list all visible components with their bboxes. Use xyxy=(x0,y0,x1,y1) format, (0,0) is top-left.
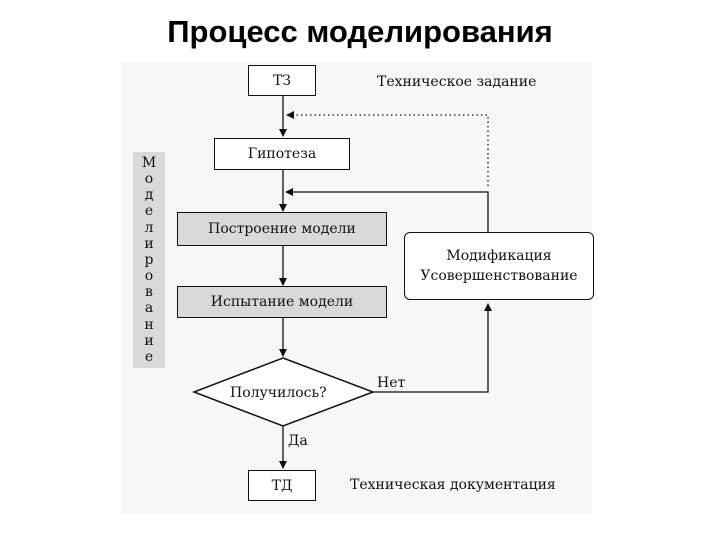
box-tz: ТЗ xyxy=(248,65,316,96)
side-letter: д xyxy=(144,187,154,204)
side-letter: и xyxy=(144,235,154,252)
arrow-modification-to-tz-dotted xyxy=(286,111,489,186)
side-letter: о xyxy=(144,171,154,188)
decision-label: Получилось? xyxy=(230,385,327,401)
label-tz-description: Техническое задание xyxy=(377,74,537,90)
page-title: Процесс моделирования xyxy=(167,14,553,49)
box-modification: Модификация Усовершенствование xyxy=(404,232,594,300)
label-td-description: Техническая документация xyxy=(350,477,556,493)
arrow-modification-to-hypothesis xyxy=(285,188,489,232)
modification-label: Модификация xyxy=(446,248,552,264)
label-yes: Да xyxy=(288,433,308,449)
side-letter: о xyxy=(144,268,154,285)
decision-diamond xyxy=(191,357,376,427)
side-letter: р xyxy=(144,251,154,268)
side-letter: е xyxy=(144,348,154,365)
box-test-model: Испытание модели xyxy=(177,286,387,318)
side-letter: е xyxy=(144,203,154,220)
side-letter: л xyxy=(144,219,154,236)
side-letter: и xyxy=(144,332,154,349)
box-td: ТД xyxy=(248,470,316,501)
box-build-model: Построение модели xyxy=(177,212,387,246)
side-letter: М xyxy=(141,155,157,171)
improvement-label: Усовершенствование xyxy=(420,268,578,284)
arrow-decision-no-to-modification xyxy=(373,303,492,393)
label-no: Нет xyxy=(377,375,406,391)
side-letter: н xyxy=(144,316,154,333)
side-letter: а xyxy=(144,300,154,317)
side-label-modeling: М о д е л и р о в а н и е xyxy=(133,152,165,368)
side-letter: в xyxy=(145,284,153,301)
box-hypothesis: Гипотеза xyxy=(214,138,350,170)
